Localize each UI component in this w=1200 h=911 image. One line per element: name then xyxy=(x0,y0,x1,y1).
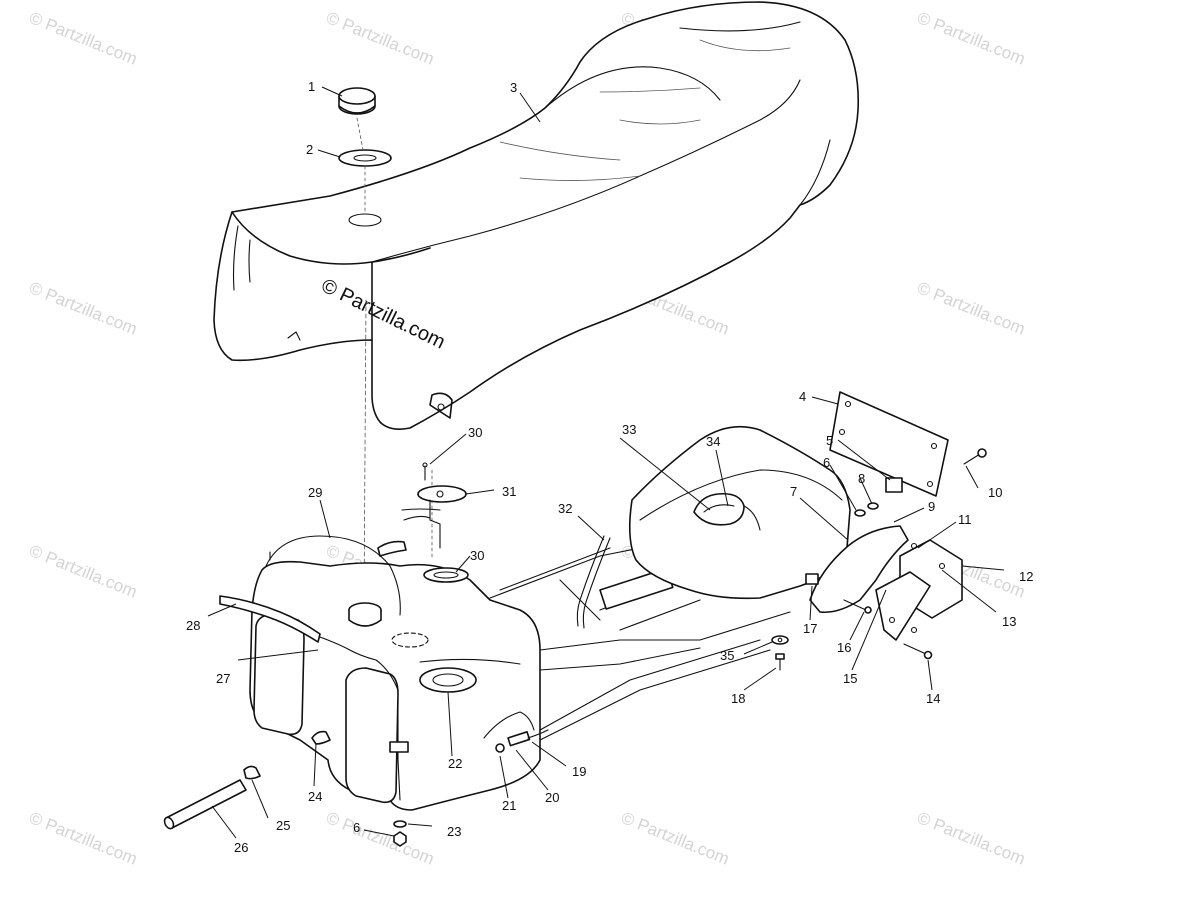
drain-fittings-drawing xyxy=(163,730,407,847)
callout-18: 18 xyxy=(731,691,745,706)
callout-2: 2 xyxy=(306,142,313,157)
callout-14: 14 xyxy=(926,691,940,706)
callout-25: 25 xyxy=(276,818,290,833)
callout-26: 26 xyxy=(234,840,248,855)
watermark: © Partzilla.com xyxy=(915,808,1028,869)
callout-31: 31 xyxy=(502,484,516,499)
fuel-sender-drawing xyxy=(377,462,469,583)
watermark: © Partzilla.com xyxy=(27,278,140,339)
callout-30: 30 xyxy=(468,425,482,440)
watermark: © Partzilla.com xyxy=(619,808,732,869)
callout-34: 34 xyxy=(706,434,720,449)
callout-4: 4 xyxy=(799,389,806,404)
watermark: © Partzilla.com xyxy=(27,541,140,602)
license-plate-drawing xyxy=(829,391,987,497)
watermark: © Partzilla.com xyxy=(915,278,1028,339)
washer-bolt-35-18-drawing xyxy=(771,635,789,671)
callout-9: 9 xyxy=(928,499,935,514)
fuel-tank-drawing xyxy=(249,560,541,811)
rear-fender-drawing xyxy=(628,425,851,600)
callout-1: 1 xyxy=(308,79,315,94)
fittings-19-21-drawing xyxy=(495,729,549,753)
callout-27: 27 xyxy=(216,671,230,686)
hose-28-drawing xyxy=(219,595,321,643)
callout-23: 23 xyxy=(447,824,461,839)
callout-35: 35 xyxy=(720,648,734,663)
hose-32-drawing xyxy=(576,535,605,627)
callout-8: 8 xyxy=(858,471,865,486)
callout-11: 11 xyxy=(958,512,972,527)
gasket-drawing xyxy=(338,149,392,167)
callout-3: 3 xyxy=(510,80,517,95)
seat-drawing xyxy=(213,1,860,430)
watermark: © Partzilla.com xyxy=(324,808,437,869)
leader-lines xyxy=(207,86,1005,839)
watermark: © Partzilla.com xyxy=(27,808,140,869)
callout-12: 12 xyxy=(1019,569,1033,584)
callout-16: 16 xyxy=(837,640,851,655)
callout-28: 28 xyxy=(186,618,200,633)
callout-29: 29 xyxy=(308,485,322,500)
vent-hose-drawing xyxy=(265,535,401,616)
callout-5: 5 xyxy=(826,433,833,448)
callout-33: 33 xyxy=(622,422,636,437)
watermark: © Partzilla.com xyxy=(27,8,140,69)
callout-7: 7 xyxy=(790,484,797,499)
callout-6: 6 xyxy=(823,455,830,470)
callout-19: 19 xyxy=(572,764,586,779)
callout-6-bottom: 6 xyxy=(353,820,360,835)
callout-24: 24 xyxy=(308,789,322,804)
callout-22: 22 xyxy=(448,756,462,771)
callout-numbers: 1 2 3 4 5 6 8 7 9 10 11 12 13 14 15 16 1… xyxy=(186,79,1033,855)
watermark: © Partzilla.com xyxy=(324,8,437,69)
callout-13: 13 xyxy=(1002,614,1016,629)
callout-15: 15 xyxy=(843,671,857,686)
callout-32: 32 xyxy=(558,501,572,516)
callout-21: 21 xyxy=(502,798,516,813)
watermark: © Partzilla.com xyxy=(915,8,1028,69)
callout-20: 20 xyxy=(545,790,559,805)
gas-cap-drawing xyxy=(338,87,376,115)
callout-17: 17 xyxy=(803,621,817,636)
callout-10: 10 xyxy=(988,485,1002,500)
callout-30-lower: 30 xyxy=(470,548,484,563)
rear-bracket-drawing xyxy=(805,502,963,660)
